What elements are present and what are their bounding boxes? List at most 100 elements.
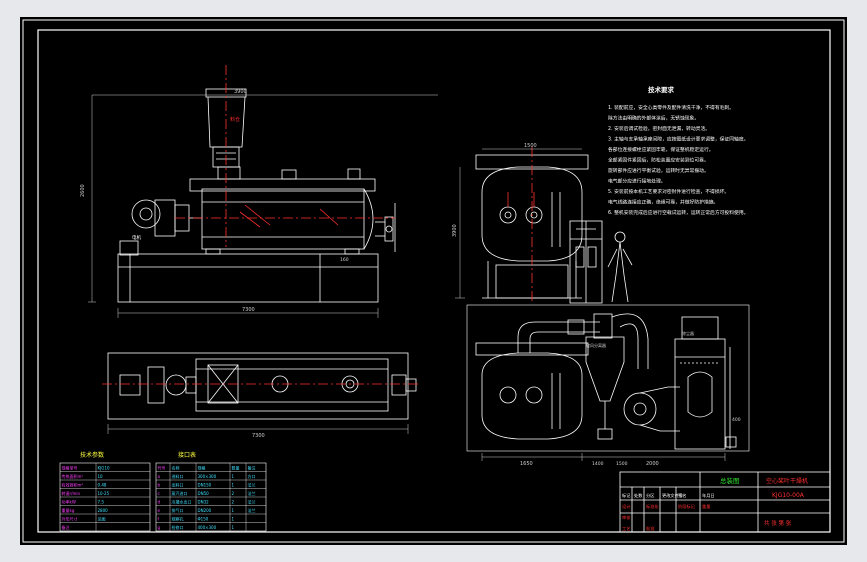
outer-border <box>22 19 845 543</box>
cad-drawing: 7300 2600 3900 料仓 电机 7300 1500 3900 1650… <box>22 19 845 543</box>
project-name: 空心桨叶干燥机 <box>766 477 808 485</box>
title-cell: 批准 <box>646 525 654 532</box>
inner-border <box>37 29 831 533</box>
title-cell: 分区 <box>646 492 654 499</box>
table-cell: 法兰 <box>248 499 256 505</box>
table-cell: 代号 <box>158 465 166 471</box>
drawing-name: 总装图 <box>720 476 740 485</box>
table-cell: 7.5 <box>98 500 105 505</box>
table-cell: 1 <box>232 517 235 522</box>
dim-small-a: 160 <box>340 257 349 263</box>
table-cell: Φ150 <box>198 517 209 522</box>
drawing-sheet: 7300 2600 3900 料仓 电机 7300 1500 3900 1650… <box>20 17 847 545</box>
table-cell: 1 <box>232 525 235 530</box>
table-cell: d <box>158 500 161 505</box>
table-cell: 观察孔 <box>172 516 184 522</box>
scrubber-tag: 除尘器 <box>682 330 694 336</box>
lower-width-dim: 1650 <box>520 461 533 467</box>
hopper-top-dim: 3900 <box>234 89 247 95</box>
table-cell: 数量 <box>232 465 240 471</box>
title-cell: 处数 <box>634 492 643 499</box>
table-cell: f <box>158 517 160 522</box>
table-cell: 1 <box>232 474 235 479</box>
table-cell: e <box>158 508 161 513</box>
dim-small-d: 1500 <box>616 461 628 467</box>
tables-frame <box>59 462 267 532</box>
note-line: 3. 主轴与支承轴承座间隙，应按图纸设计要求调整，保证同轴度。 <box>608 136 748 143</box>
note-line: 2. 安装后调试检验，密封面无泄漏，转动灵活。 <box>608 125 710 132</box>
table-cell: 备注 <box>248 465 256 471</box>
title-cell: 阶段标记 <box>678 503 696 510</box>
title-cell: 审核 <box>622 514 631 521</box>
title-cell: 标记 <box>622 492 631 499</box>
table-cell: 2 <box>232 491 235 496</box>
title-block-cells: 标记处数分区更改文件号签名年月日设计标准化阶段标记重量审核工艺批准 <box>622 492 715 532</box>
table-cell: 10 <box>98 474 104 479</box>
title-cell: 签名 <box>678 492 686 499</box>
note-line: 1. 装配前应，安全心类零件及配件清洗干净，不得有毛刺。 <box>608 104 734 111</box>
table-cell: 10-25 <box>98 491 110 496</box>
table-cell: 出料口 <box>172 482 184 488</box>
table-cell: 功率kW <box>62 499 76 505</box>
table-cell: 400×300 <box>198 525 217 530</box>
table-cell: 排气口 <box>172 507 184 513</box>
cyclone-tag: 旋风分离器 <box>586 342 606 348</box>
table-cell: 外形尺寸 <box>62 516 78 522</box>
notes-list: 1. 装配前应，安全心类零件及配件清洗干净，不得有毛刺。 除方法由明确的外部体涂… <box>608 104 748 216</box>
dim-small-b: 400 <box>732 417 741 423</box>
title-cell: 重量 <box>702 503 710 510</box>
title-cell: 更改文件号 <box>662 492 683 499</box>
table-cell: 方口 <box>248 473 256 479</box>
dim-small-c: 1400 <box>592 461 604 467</box>
sheet-count: 共 张 第 张 <box>764 519 792 527</box>
table-cell: 蒸汽进口 <box>172 490 188 496</box>
table-cell: KJG10 <box>98 466 110 471</box>
process-layout-view <box>466 304 750 452</box>
lower-span-dim: 2000 <box>646 461 659 467</box>
note-line: 全部紧固件紧固后，防松装置应安装到位可靠。 <box>608 157 709 164</box>
note-line: 6. 整机安装完成后应进行空载试运转，运转正常后方可投料使用。 <box>608 209 748 216</box>
note-line: 电气部分应进行接地处理。 <box>608 178 666 185</box>
front-elevation-view <box>117 88 396 303</box>
table-cell: 1 <box>232 508 235 513</box>
vessel-width-dim: 1500 <box>524 143 537 149</box>
port-table-title: 接口表 <box>178 451 196 459</box>
vessel-height-dim: 3900 <box>452 224 458 237</box>
table-cell: 规格 <box>198 465 206 471</box>
title-block-frame <box>619 471 831 533</box>
note-line: 旋转部件应进行平衡试验，运转时无异常振动。 <box>608 167 709 174</box>
table-cell: 有效容积m³ <box>62 482 84 488</box>
table-cell: DN200 <box>198 508 212 513</box>
table-cell: a <box>158 474 161 479</box>
table-cell: 规格型号 <box>62 465 78 471</box>
table-cell: 0.48 <box>98 483 107 488</box>
table-cell: 法兰 <box>248 507 256 513</box>
hopper-tag: 料仓 <box>230 116 240 123</box>
elevation-height-dim: 2600 <box>80 184 86 197</box>
motor-tag: 电机 <box>132 234 141 241</box>
table-cell: 1 <box>232 483 235 488</box>
table-cell: 2 <box>232 500 235 505</box>
table-cell: 法兰 <box>248 482 256 488</box>
table-cell: 法兰 <box>248 490 256 496</box>
table-cell: 300×300 <box>198 474 217 479</box>
table-cell: DN50 <box>198 491 210 496</box>
table-cell: 2800 <box>98 508 109 513</box>
plan-width-dim: 7300 <box>252 433 265 439</box>
table-cell: c <box>158 491 160 496</box>
note-line: 电气线路连接应正确，绝缘可靠，并做好防护措施。 <box>608 199 718 206</box>
note-line: 5. 安装前按本机工艺要求对密封件进行检查，不得损坏。 <box>608 188 729 195</box>
elevation-width-dim: 7300 <box>242 307 255 313</box>
table-cell: g <box>158 525 161 530</box>
note-line: 各部位连接螺栓应紧固牢靠，保证整机稳定运行。 <box>608 146 714 153</box>
table-cell: 备注 <box>62 524 70 530</box>
table-cell: 名称 <box>172 465 180 471</box>
tech-table-title: 技术参数 <box>80 451 104 459</box>
table-cell: 传热面积m² <box>62 473 84 479</box>
table-cell: DN32 <box>198 500 210 505</box>
table-cell: 见图 <box>98 516 106 522</box>
drawing-number: KJG10-00A <box>772 492 805 499</box>
